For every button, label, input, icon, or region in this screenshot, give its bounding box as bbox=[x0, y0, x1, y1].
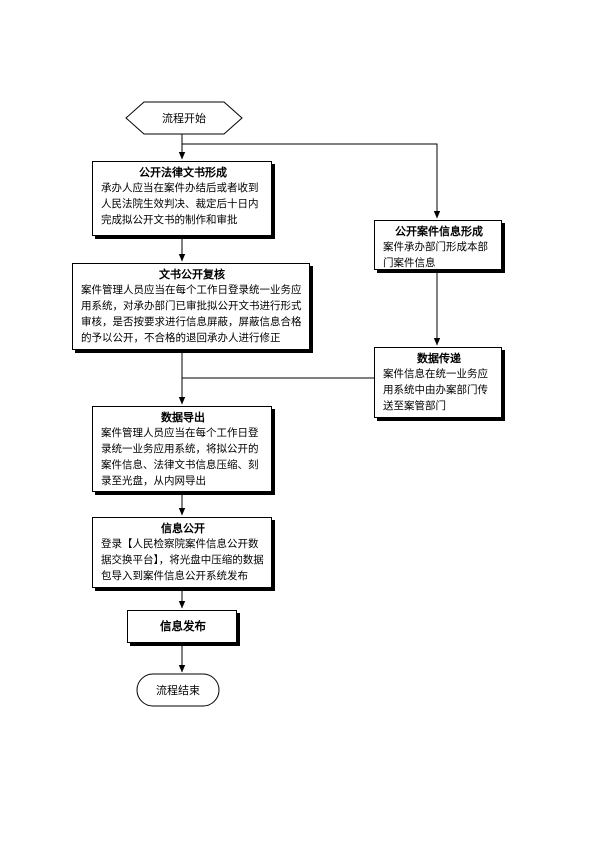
step-data-export: 数据导出 案件管理人员应当在每个工作日登录统一业务应用系统，将拟公开的案件信息、… bbox=[92, 406, 272, 492]
step-data-transfer-body: 案件信息在统一业务应用系统中由办案部门传送至案管部门 bbox=[383, 368, 488, 412]
step-form-document-title: 公开法律文书形成 bbox=[139, 166, 227, 179]
step-data-export-title: 数据导出 bbox=[161, 411, 205, 424]
step-info-publish-title: 信息公开 bbox=[161, 522, 205, 535]
step-info-publish: 信息公开 登录【人民检察院案件信息公开数据交换平台】，将光盘中压缩的数据包导入到… bbox=[92, 517, 272, 588]
step-data-export-body: 案件管理人员应当在每个工作日登录统一业务应用系统，将拟公开的案件信息、法律文书信… bbox=[101, 427, 259, 487]
step-document-review-body: 案件管理人员应当在每个工作日登录统一业务应用系统，对承办部门已审批拟公开文书进行… bbox=[81, 284, 302, 344]
step-form-document: 公开法律文书形成 承办人应当在案件办结后或者收到人民法院生效判决、裁定后十日内完… bbox=[92, 161, 272, 236]
step-case-info-form-body: 案件承办部门形成本部门案件信息 bbox=[383, 241, 488, 269]
start-terminal-label: 流程开始 bbox=[162, 112, 206, 125]
step-data-transfer: 数据传递 案件信息在统一业务应用系统中由办案部门传送至案管部门 bbox=[374, 347, 502, 418]
step-document-review-title: 文书公开复核 bbox=[159, 268, 225, 281]
step-document-review: 文书公开复核 案件管理人员应当在每个工作日登录统一业务应用系统，对承办部门已审批… bbox=[72, 263, 310, 350]
end-terminal-label: 流程结束 bbox=[156, 684, 200, 697]
step-case-info-form: 公开案件信息形成 案件承办部门形成本部门案件信息 bbox=[374, 220, 502, 270]
step-case-info-form-title: 公开案件信息形成 bbox=[395, 225, 483, 238]
connector-start-caseinfo bbox=[182, 143, 441, 219]
step-info-release-title: 信息发布 bbox=[160, 618, 206, 633]
step-data-transfer-title: 数据传递 bbox=[417, 352, 461, 365]
step-info-release: 信息发布 bbox=[127, 610, 237, 643]
end-terminal-shape bbox=[136, 673, 220, 707]
step-form-document-body: 承办人应当在案件办结后或者收到人民法院生效判决、裁定后十日内完成拟公开文书的制作… bbox=[101, 182, 259, 226]
step-info-publish-body: 登录【人民检察院案件信息公开数据交换平台】，将光盘中压缩的数据包导入到案件信息公… bbox=[101, 538, 264, 582]
start-terminal-shape bbox=[125, 101, 243, 135]
